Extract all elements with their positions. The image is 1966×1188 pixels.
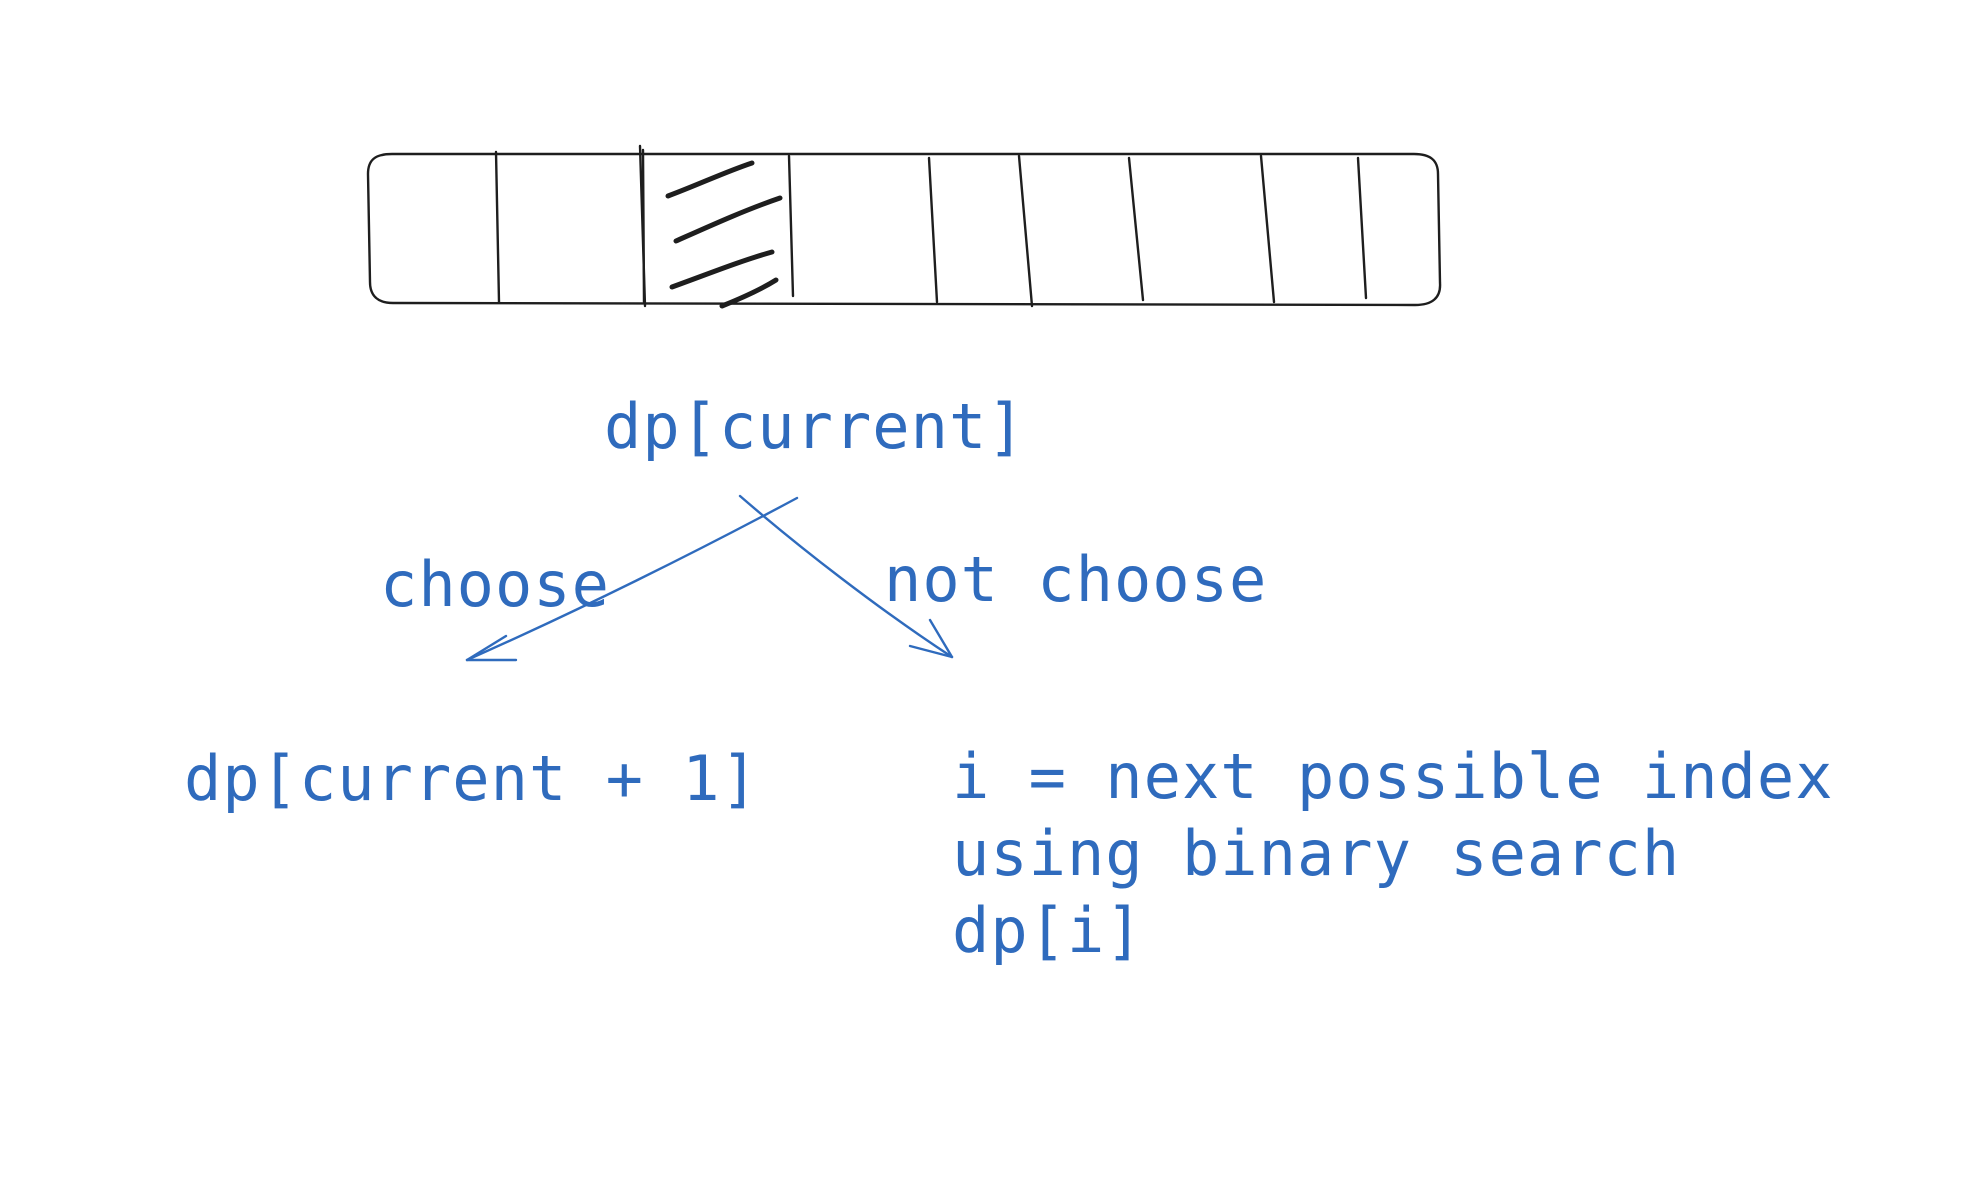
cell-divider	[1017, 154, 1034, 308]
choose-label: choose	[380, 548, 610, 621]
root-label: dp[current]	[604, 390, 1026, 463]
not-choose-arrow	[738, 494, 954, 659]
choose-result-line: dp[current + 1]	[184, 742, 759, 815]
cell-divider	[1259, 154, 1276, 304]
hatch-line	[669, 249, 775, 290]
branch-arrows	[465, 494, 954, 662]
selected-cell-hatching	[665, 160, 783, 309]
array-outline	[366, 152, 1442, 307]
hatch-line	[673, 195, 783, 244]
not-choose-label: not choose	[884, 543, 1267, 616]
cell-divider	[1356, 156, 1368, 300]
not-choose-arrow-shaft	[738, 494, 954, 659]
array-bar	[366, 144, 1442, 309]
hatch-line	[719, 277, 779, 309]
cell-divider	[927, 156, 939, 304]
cell-divider	[641, 148, 646, 304]
not-choose-result: i = next possible index using binary sea…	[952, 740, 1834, 967]
not-choose-result-line: using binary search	[952, 817, 1680, 890]
cell-divider	[494, 150, 501, 304]
choose-arrow	[465, 496, 799, 662]
not-choose-arrowhead	[908, 618, 954, 659]
array-cell-dividers	[494, 144, 1368, 308]
choose-arrowhead	[465, 634, 518, 662]
not-choose-result-line: dp[i]	[952, 894, 1144, 967]
not-choose-result-line: i = next possible index	[952, 740, 1834, 813]
cell-divider	[787, 154, 795, 298]
cell-divider	[1127, 156, 1145, 302]
choose-arrow-shaft	[465, 496, 799, 662]
hatch-line	[665, 160, 755, 199]
